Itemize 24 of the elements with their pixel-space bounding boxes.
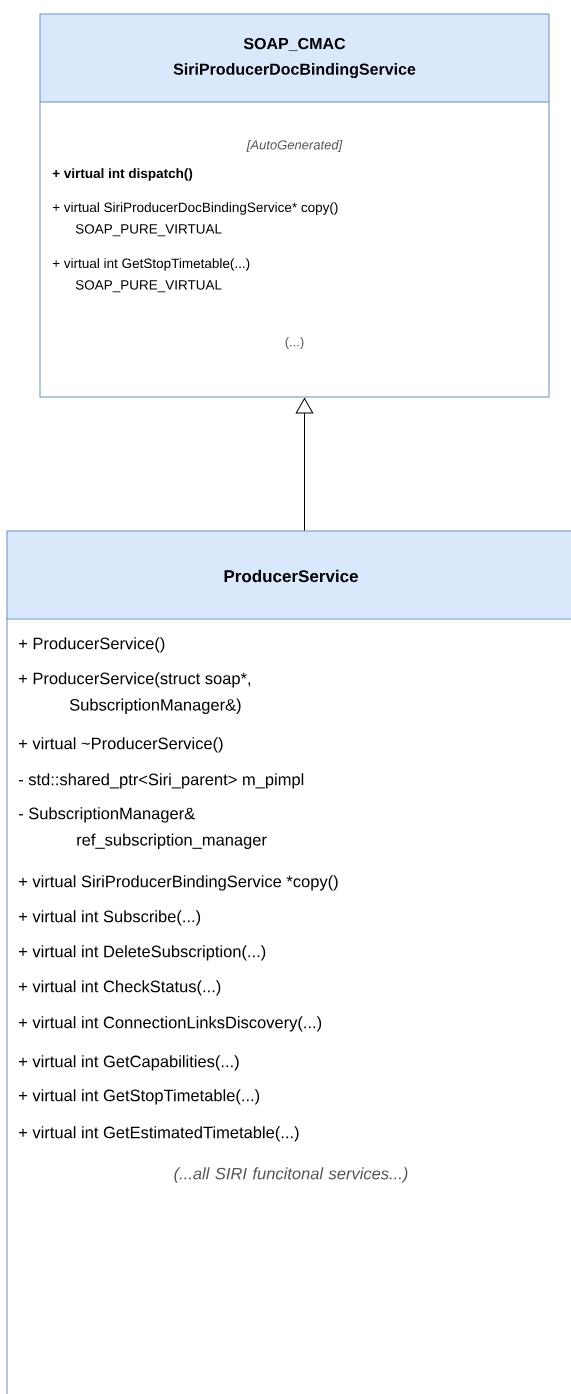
method-text: + ProducerService(struct soap*, SubscriptionManager&)	[19, 672, 251, 714]
annotation-text: [AutoGenerated]	[246, 139, 343, 153]
method-text: + virtual int Subscribe(...)	[19, 910, 201, 926]
method-text: + ProducerService()	[19, 637, 165, 653]
class-name: ProducerService	[224, 569, 358, 583]
method-text: + virtual int GetStopTimetable(...) SOAP_PURE_VIRTUAL	[52, 258, 250, 293]
class-box	[6, 530, 571, 1394]
inheritance-arrow	[295, 398, 314, 531]
method-text: + virtual int GetStopTimetable(...)	[19, 1089, 260, 1105]
method-text: + virtual int ConnectionLinksDiscovery(...)	[19, 1016, 322, 1032]
attribute-text: - std::shared_ptr<Siri_parent> m_pimpl	[18, 773, 304, 789]
method-text: + virtual int GetCapabilities(...)	[19, 1055, 239, 1071]
method-text: + virtual int DeleteSubscription(...)	[19, 945, 266, 961]
method-text: + virtual SiriProducerBindingService *copy()	[19, 875, 338, 891]
class-box	[39, 13, 550, 398]
note-text: (...all SIRI funcitonal services...)	[174, 1167, 408, 1183]
method-text: + virtual int CheckStatus(...)	[19, 980, 221, 996]
method-text: + virtual SiriProducerDocBindingService* copy() SOAP_PURE_VIRTUAL	[52, 202, 338, 237]
ellipsis-text: (...)	[285, 336, 304, 350]
class-name: SOAP_CMAC SiriProducerDocBindingService	[173, 37, 416, 79]
method-text: + virtual int GetEstimatedTimetable(...)	[19, 1126, 299, 1142]
attribute-text: - SubscriptionManager& ref_subscription_manager	[18, 807, 267, 849]
method-text: + virtual int dispatch()	[52, 168, 193, 181]
method-text: + virtual ~ProducerService()	[19, 737, 223, 753]
